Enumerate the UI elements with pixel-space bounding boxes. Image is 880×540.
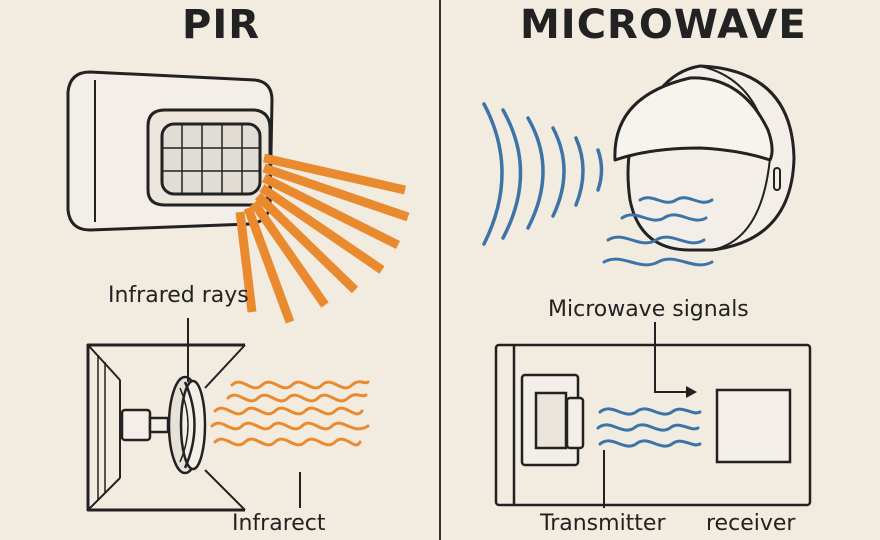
infrared-ray: [254, 192, 359, 294]
infrared-rays-label: Infrared rays: [108, 283, 249, 308]
infrared-wave: [226, 393, 368, 403]
microwave-arc: [482, 102, 504, 246]
receiver-label: receiver: [706, 511, 796, 536]
pir-lens-assembly: [120, 375, 207, 475]
infrared-ray: [259, 184, 385, 274]
infrared-ray: [235, 211, 257, 313]
microwave-arc: [526, 116, 545, 230]
microwave-arc: [574, 136, 585, 207]
signal-wave: [598, 439, 702, 448]
signal-wave: [596, 423, 700, 432]
infrared-rays: [235, 153, 410, 324]
microwave-wave: [606, 235, 706, 245]
microwave-arc: [596, 148, 604, 192]
microwave-arc: [501, 108, 523, 240]
microwave-wave: [638, 196, 714, 204]
microwave-signals-label: Microwave signals: [548, 297, 749, 322]
infrared-wave: [213, 437, 362, 447]
microwave-radiating-arcs: [482, 102, 604, 246]
pir-title: PIR: [182, 2, 260, 48]
infrared-wave: [210, 421, 370, 431]
microwave-cross-section: [494, 343, 812, 507]
pir-sensor-device: [66, 70, 274, 232]
microwave-arc: [551, 126, 566, 218]
signal-waves: [596, 407, 702, 448]
infrared-ray: [263, 153, 406, 195]
pir-cross-section: [86, 343, 246, 512]
infrared-ray: [261, 173, 401, 250]
infrared-wave: [213, 406, 364, 416]
microwave-title: MICROWAVE: [520, 2, 807, 48]
infrared-ray: [250, 200, 329, 308]
signal-wave: [598, 407, 702, 416]
infrared-label: Infrarect: [232, 511, 326, 536]
infrared-ray: [262, 163, 410, 222]
infrared-ray: [243, 206, 295, 324]
microwave-signals-arrow: [654, 322, 697, 398]
transmitter-label: Transmitter: [540, 511, 666, 536]
microwave-wave: [602, 257, 714, 267]
microwave-sensor-device: [613, 64, 796, 252]
receiver-module: [715, 388, 792, 464]
microwave-wave: [620, 213, 708, 222]
microwave-waves: [602, 196, 714, 267]
pir-fresnel-lens: [162, 124, 260, 194]
infrared-waves: [210, 380, 370, 447]
infrared-wave: [230, 380, 370, 390]
transmitter-module: [520, 373, 585, 467]
